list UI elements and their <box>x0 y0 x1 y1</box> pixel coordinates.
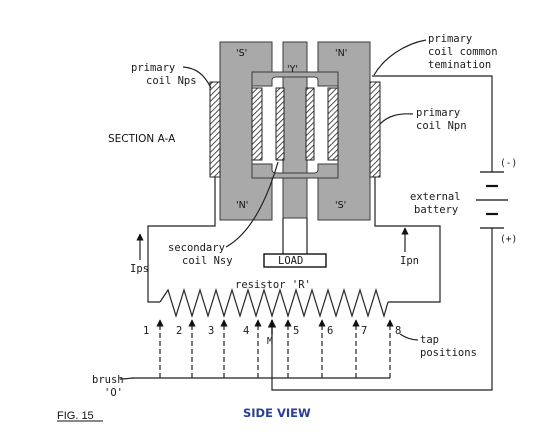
primary-wiring <box>147 75 493 391</box>
tap-7: 7 <box>361 325 367 337</box>
ipn-label: Ipn <box>400 255 419 267</box>
primary-coil-npn-label: primary coil Npn <box>416 107 467 132</box>
primary-coil-nps-inner <box>251 87 263 161</box>
primary-coil-npn-inner <box>327 87 339 161</box>
pole-y: 'Y' <box>287 64 298 75</box>
upper-bridge <box>251 71 339 87</box>
brush-m-label: M <box>267 336 273 347</box>
tap-leader <box>399 333 419 341</box>
pole-s-top: 'S' <box>236 48 247 59</box>
tap-1: 1 <box>143 325 149 337</box>
battery-plus-label: (+) <box>500 234 517 245</box>
ips-label: Ips <box>130 263 149 275</box>
tap-6: 6 <box>327 325 333 337</box>
left-core <box>219 41 273 221</box>
common-leader <box>373 39 427 76</box>
pole-n-top: 'N' <box>335 48 347 59</box>
load-label: LOAD <box>278 255 303 267</box>
nps-leader <box>182 66 212 89</box>
load-box <box>263 253 327 268</box>
side-view-title: SIDE VIEW <box>243 406 311 420</box>
magnetic-core <box>219 41 371 221</box>
secondary-coil-label: secondary coil Nsy <box>168 242 233 267</box>
tap-2: 2 <box>176 325 182 337</box>
secondary-coil-right <box>305 87 315 161</box>
primary-coil-common-label: primary coil common temination <box>428 33 504 71</box>
primary-coil-nps-label: primary coil Nps <box>131 62 197 87</box>
primary-coil-nps <box>209 81 221 178</box>
primary-coil-npn <box>369 81 381 178</box>
coils <box>209 81 381 178</box>
tap-positions-label: tap positions <box>420 334 477 359</box>
battery-minus-label: (-) <box>500 158 517 169</box>
figure-number: FIG. 15 <box>57 410 94 422</box>
secondary-coil-left <box>275 87 285 161</box>
secondary-circuit: LOAD <box>263 218 327 268</box>
tap-5: 5 <box>293 325 299 337</box>
npn-leader <box>379 113 414 125</box>
brush-leader <box>119 377 135 380</box>
section-label: SECTION A-A <box>108 133 176 145</box>
pole-n-bottom: 'N' <box>236 200 248 211</box>
brush-label: brush 'O' <box>92 374 130 399</box>
secondary-leader <box>225 161 279 248</box>
tap-arrows <box>132 319 394 379</box>
external-battery-label: external battery <box>410 191 467 216</box>
tap-4: 4 <box>243 325 249 337</box>
right-core <box>317 41 371 221</box>
resistor-zigzag <box>159 287 389 319</box>
tap-3: 3 <box>208 325 214 337</box>
tap-8: 8 <box>395 325 401 337</box>
pole-s-bottom: 'S' <box>335 200 346 211</box>
external-battery <box>476 171 508 229</box>
resistor-label: resistor 'R' <box>235 279 311 291</box>
